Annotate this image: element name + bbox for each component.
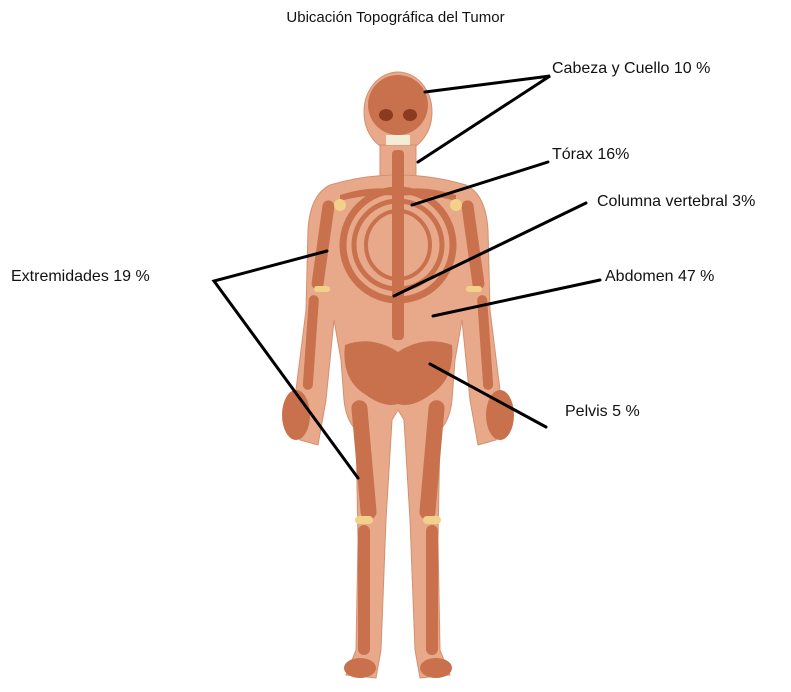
label-thorax: Tórax 16% (552, 146, 629, 164)
label-pelvis: Pelvis 5 % (565, 403, 640, 421)
leader-head-neck (418, 76, 550, 162)
label-head-neck: Cabeza y Cuello 10 % (552, 60, 710, 78)
label-spine: Columna vertebral 3% (597, 193, 755, 211)
label-abdomen: Abdomen 47 % (605, 268, 714, 286)
label-limbs: Extremidades 19 % (11, 268, 150, 286)
